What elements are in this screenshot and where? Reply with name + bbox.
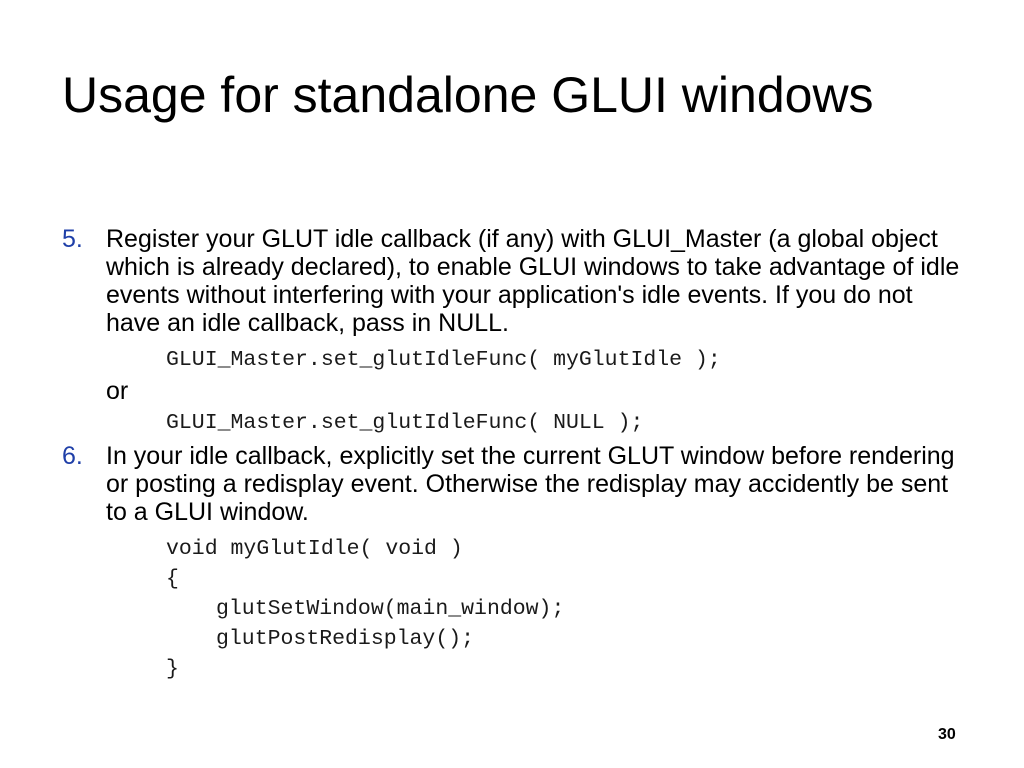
code-line: GLUI_Master.set_glutIdleFunc( NULL );: [166, 411, 644, 435]
item-text: In your idle callback, explicitly set th…: [106, 442, 955, 526]
code-line: GLUI_Master.set_glutIdleFunc( myGlutIdle…: [166, 348, 721, 372]
code-line: }: [166, 657, 179, 681]
slide-title: Usage for standalone GLUI windows: [62, 67, 874, 123]
list-number: 5.: [62, 225, 83, 253]
list-item-body: Register your GLUT idle callback (if any…: [106, 225, 972, 438]
list-item-body: In your idle callback, explicitly set th…: [106, 442, 972, 684]
list-number: 6.: [62, 442, 83, 470]
slide-content: 5. Register your GLUT idle callback (if …: [62, 225, 972, 684]
list-item-5: 5. Register your GLUT idle callback (if …: [62, 225, 972, 438]
code-line: glutPostRedisplay();: [216, 627, 475, 651]
code-line: glutSetWindow(main_window);: [216, 597, 565, 621]
or-text: or: [106, 377, 129, 405]
code-line: void myGlutIdle( void ): [166, 537, 463, 561]
page-number: 30: [938, 726, 956, 743]
item-text: Register your GLUT idle callback (if any…: [106, 225, 960, 337]
list-item-6: 6. In your idle callback, explicitly set…: [62, 442, 972, 684]
code-line: {: [166, 567, 179, 591]
